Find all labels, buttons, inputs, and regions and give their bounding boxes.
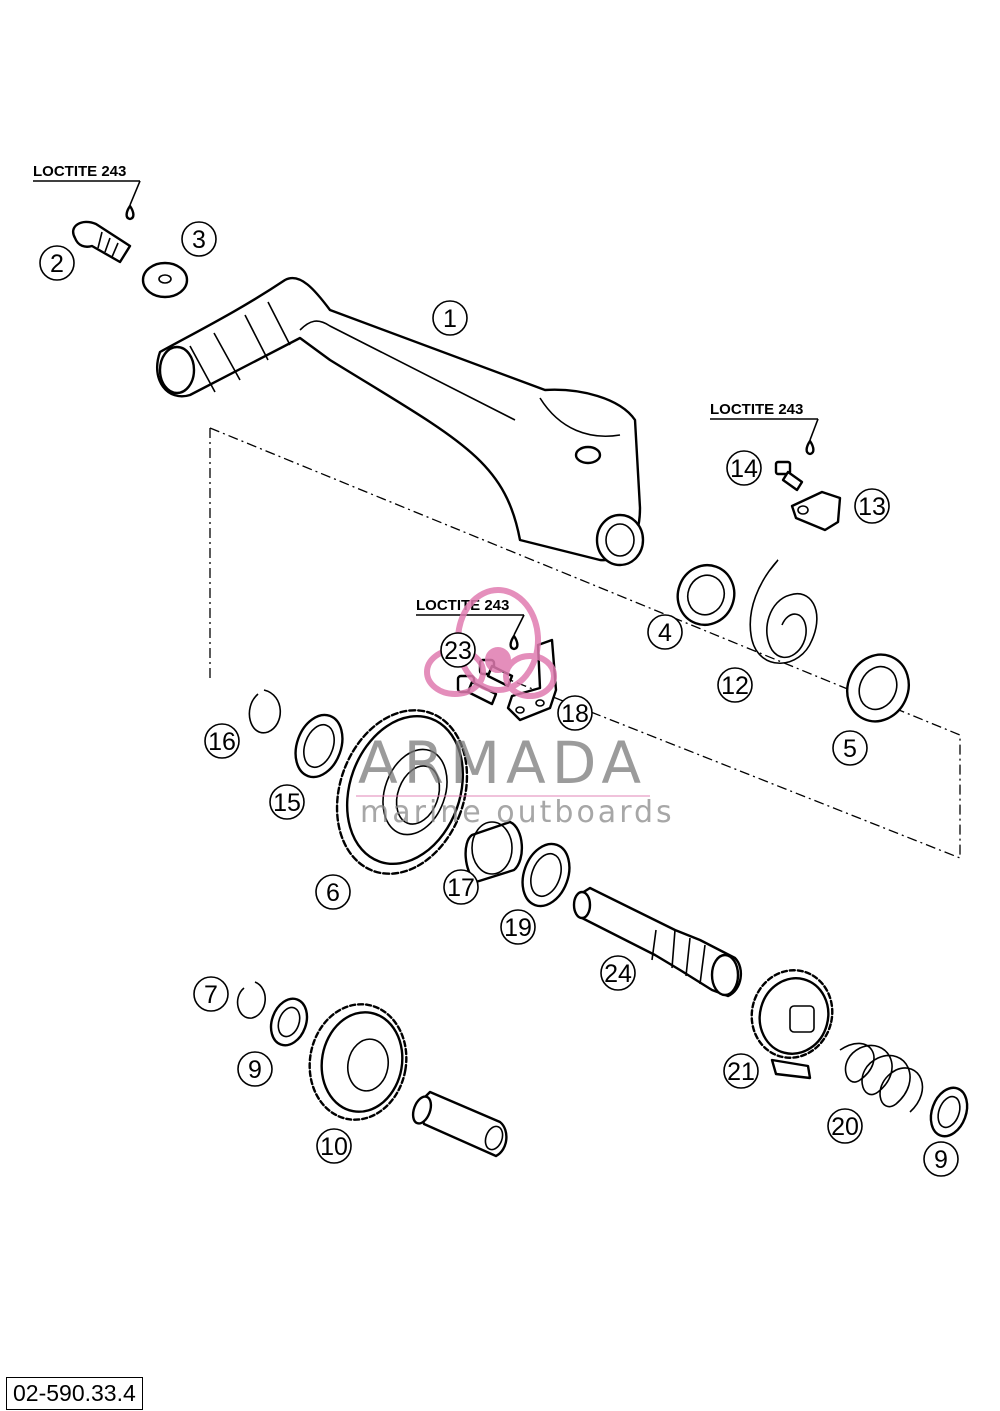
callout-21: 21 xyxy=(723,1053,759,1089)
assembly-outline xyxy=(209,427,961,859)
callout-1: 1 xyxy=(432,300,468,336)
washer-9-left xyxy=(269,997,309,1047)
watermark: ARMADA marine outboards xyxy=(356,587,675,830)
guide-plate-18 xyxy=(506,638,558,722)
callout-label: 7 xyxy=(204,981,218,1009)
callout-7: 7 xyxy=(193,976,229,1012)
washer-19 xyxy=(521,842,571,908)
torsion-spring-12 xyxy=(749,559,818,664)
callout-label: 20 xyxy=(831,1113,859,1141)
reference-code: 02-590.33.4 xyxy=(6,1377,143,1410)
callout-2: 2 xyxy=(39,245,75,281)
kick-gear-6 xyxy=(335,709,469,875)
circlip-16 xyxy=(248,689,282,734)
callout-14: 14 xyxy=(726,450,762,486)
callout-label: 15 xyxy=(273,789,301,817)
svg-text:LOCTITE 243: LOCTITE 243 xyxy=(416,597,509,614)
callout-label: 9 xyxy=(934,1146,948,1174)
callout-label: 16 xyxy=(208,728,236,756)
washer-4 xyxy=(676,564,736,626)
callout-label: 6 xyxy=(326,879,340,907)
callout-label: 18 xyxy=(561,700,589,728)
kick-lever xyxy=(155,277,645,567)
callout-label: 9 xyxy=(248,1056,262,1084)
callout-label: 4 xyxy=(658,619,672,647)
callout-label: 23 xyxy=(444,637,472,665)
callout-9: 9 xyxy=(237,1051,273,1087)
svg-text:LOCTITE 243: LOCTITE 243 xyxy=(710,401,803,418)
callout-label: 17 xyxy=(447,874,475,902)
svg-text:LOCTITE 243: LOCTITE 243 xyxy=(33,163,126,180)
callout-17: 17 xyxy=(443,869,479,905)
ratchet-gear-21 xyxy=(750,969,834,1080)
callout-13: 13 xyxy=(854,488,890,524)
washer-5 xyxy=(846,653,910,723)
circlip-7 xyxy=(236,981,266,1019)
washer-3 xyxy=(141,261,189,299)
callout-12: 12 xyxy=(717,667,753,703)
compression-spring-20 xyxy=(839,1042,924,1113)
loctite-note-2: LOCTITE 243 xyxy=(710,401,819,456)
bolt-14 xyxy=(774,460,804,492)
callout-label: 5 xyxy=(843,735,857,763)
callout-label: 14 xyxy=(730,455,758,483)
callout-16: 16 xyxy=(204,723,240,759)
loctite-note-3: LOCTITE 243 xyxy=(416,597,525,651)
bushing xyxy=(411,1090,508,1158)
callout-6: 6 xyxy=(315,874,351,910)
kick-shaft-24 xyxy=(572,886,743,998)
bracket-13 xyxy=(790,490,842,532)
loctite-note-1: LOCTITE 243 xyxy=(33,163,141,221)
watermark-tagline: marine outboards xyxy=(360,795,675,830)
callout-label: 12 xyxy=(721,672,749,700)
callout-3: 3 xyxy=(181,221,217,257)
callout-5: 5 xyxy=(832,730,868,766)
callout-19: 19 xyxy=(500,909,536,945)
callout-label: 21 xyxy=(727,1058,755,1086)
callout-label: 24 xyxy=(604,960,632,988)
callout-label: 13 xyxy=(858,493,886,521)
callout-23: 23 xyxy=(440,632,476,668)
washer-15 xyxy=(294,713,344,779)
callout-10: 10 xyxy=(316,1128,352,1164)
callout-label: 3 xyxy=(192,226,206,254)
callout-18: 18 xyxy=(557,695,593,731)
callout-label: 19 xyxy=(504,914,532,942)
callout-9: 9 xyxy=(923,1141,959,1177)
callout-24: 24 xyxy=(600,955,636,991)
callout-label: 10 xyxy=(320,1133,348,1161)
watermark-brand: ARMADA xyxy=(358,729,647,797)
callout-15: 15 xyxy=(269,784,305,820)
idler-gear-10 xyxy=(308,1003,408,1121)
washer-9-right xyxy=(929,1086,969,1138)
callout-4: 4 xyxy=(647,614,683,650)
callout-label: 1 xyxy=(443,305,457,333)
callout-label: 2 xyxy=(50,250,64,278)
callout-20: 20 xyxy=(827,1108,863,1144)
screw-2 xyxy=(72,220,132,264)
needle-bearing-17 xyxy=(464,820,523,884)
